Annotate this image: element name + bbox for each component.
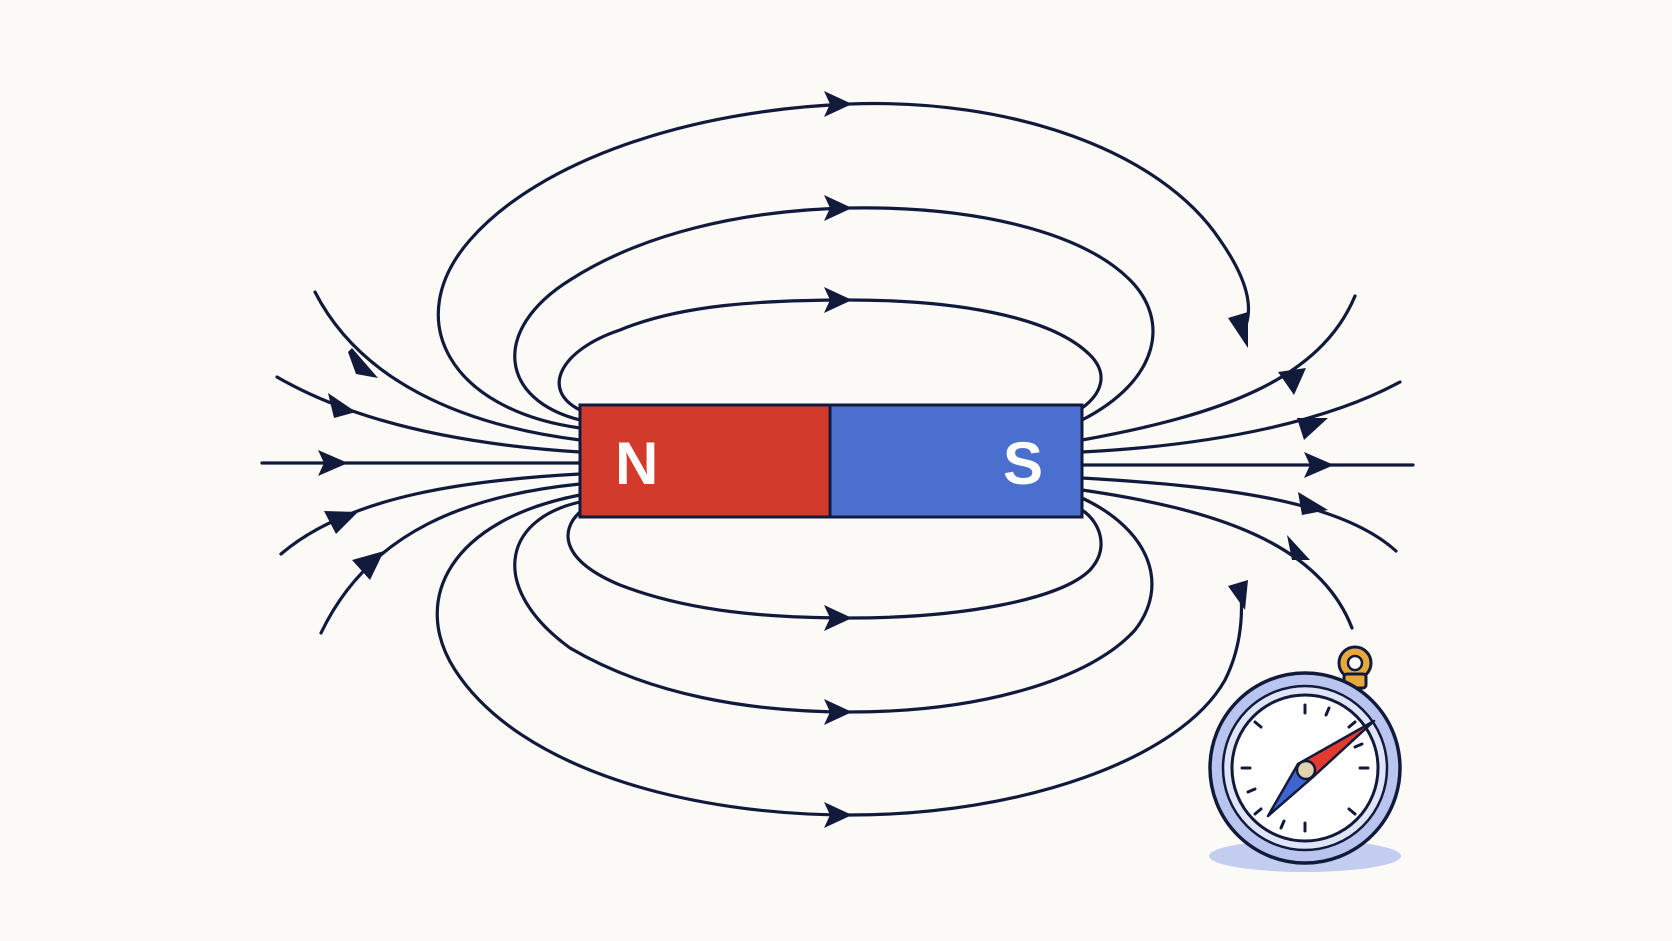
compass-pivot: [1295, 759, 1317, 781]
field-line-left-5: [319, 482, 582, 635]
field-line-bottom-3: [435, 493, 1244, 817]
field-line-top-3: [436, 101, 1251, 430]
field-line-top-1: [557, 298, 1103, 412]
field-arrows: [318, 91, 1334, 828]
arrow-left-4: [324, 511, 358, 534]
field-line-right-1: [1080, 294, 1357, 442]
arrow-return-top: [1228, 312, 1248, 348]
field-line-right-5: [1080, 488, 1354, 630]
field-lines-right: [1080, 294, 1415, 630]
field-lines-top: [436, 101, 1251, 430]
arrow-left-3: [318, 450, 348, 476]
arrow-right-2: [1297, 418, 1328, 440]
arrow-top-3: [824, 91, 852, 117]
field-line-bottom-2: [513, 496, 1154, 714]
arrow-top-1: [824, 287, 852, 313]
arrow-right-4: [1298, 492, 1328, 515]
arrow-bottom-2: [824, 699, 852, 725]
north-pole: [578, 403, 832, 519]
arrow-left-2: [328, 393, 356, 418]
arrow-left-1: [348, 348, 378, 378]
field-line-left-2: [275, 375, 582, 454]
arrow-top-2: [824, 195, 852, 221]
compass-ticks: [1240, 703, 1370, 833]
field-line-right-4: [1080, 476, 1398, 553]
arrow-bottom-3: [824, 802, 852, 828]
field-line-right-2: [1080, 380, 1402, 454]
field-lines-bottom: [435, 493, 1244, 817]
arrow-right-1: [1278, 368, 1306, 395]
arrow-right-5: [1287, 535, 1310, 560]
compass-icon: [1208, 645, 1402, 872]
south-pole: [828, 403, 1084, 519]
north-pole-label: N: [615, 430, 658, 497]
arrow-bottom-1: [824, 605, 852, 631]
field-lines-left: [260, 290, 582, 635]
bar-magnet: N S: [578, 403, 1084, 519]
arrow-return-bottom: [1228, 580, 1248, 610]
field-line-left-1: [313, 290, 582, 442]
south-pole-label: S: [1003, 430, 1043, 497]
arrow-right-3: [1304, 452, 1334, 478]
field-line-left-4: [279, 472, 582, 556]
field-line-bottom-1: [566, 508, 1103, 620]
arrow-left-5: [352, 551, 384, 580]
field-line-top-2: [513, 206, 1155, 422]
